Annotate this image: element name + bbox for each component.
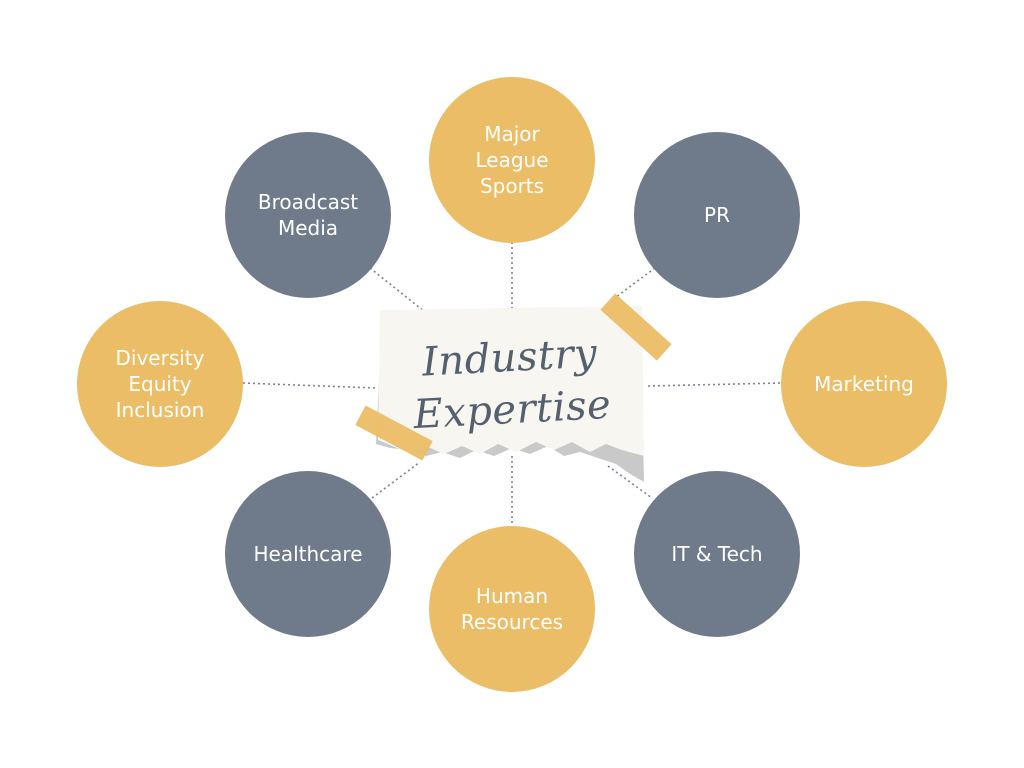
node-label: IT & Tech xyxy=(671,542,763,566)
connector-bottom-right xyxy=(607,465,653,499)
node-it-tech: IT & Tech xyxy=(634,471,800,637)
connector-top-right xyxy=(611,267,656,301)
connector-right xyxy=(647,382,783,387)
torn-paper-shape xyxy=(376,306,644,482)
node-label: Marketing xyxy=(814,372,914,396)
node-pr: PR xyxy=(634,132,800,298)
connector-bottom-left xyxy=(371,461,421,499)
node-label: Healthcare xyxy=(253,542,363,566)
node-label: PR xyxy=(704,203,730,227)
node-label: Human Resources xyxy=(460,584,564,634)
node-diversity-equity-inclusion: Diversity Equity Inclusion xyxy=(77,301,243,467)
center-title: Industry Expertise xyxy=(373,325,648,443)
node-human-resources: Human Resources xyxy=(429,526,595,692)
node-label: Major League Sports xyxy=(475,122,549,198)
node-healthcare: Healthcare xyxy=(225,471,391,637)
node-label: Diversity Equity Inclusion xyxy=(115,346,205,422)
node-marketing: Marketing xyxy=(781,301,947,467)
node-label: Broadcast Media xyxy=(257,190,359,240)
center-paper-note: Industry Expertise xyxy=(376,306,646,490)
connector-left xyxy=(242,382,377,389)
node-broadcast-media: Broadcast Media xyxy=(225,132,391,298)
node-major-league-sports: Major League Sports xyxy=(429,77,595,243)
